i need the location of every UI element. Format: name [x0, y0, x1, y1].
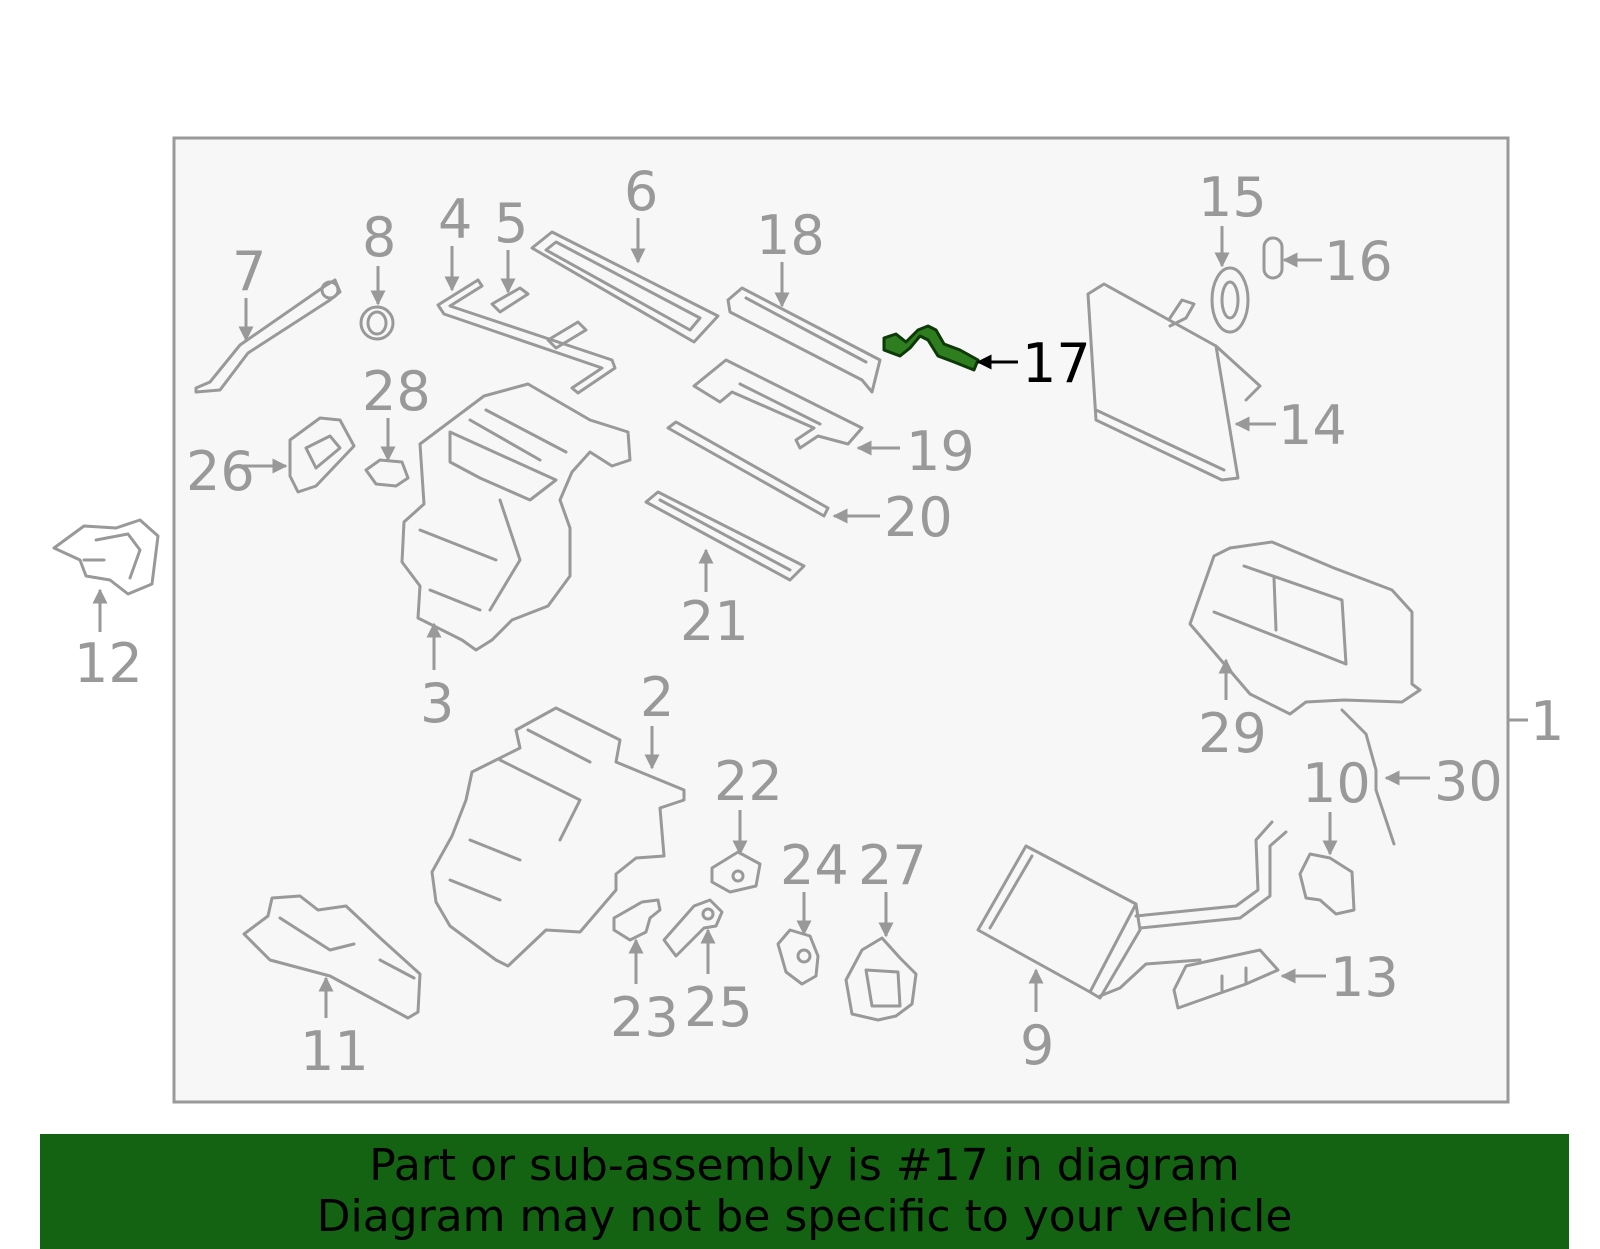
callout-9: 9: [1020, 1014, 1054, 1077]
part-9-pipes: [1098, 820, 1288, 998]
callout-5: 5: [494, 192, 528, 255]
part-2-case: [430, 706, 686, 968]
callout-16: 16: [1324, 230, 1393, 293]
callout-30: 30: [1434, 750, 1503, 813]
part-25-lever: [662, 898, 724, 958]
callout-21: 21: [680, 590, 749, 653]
callout-2: 2: [640, 666, 674, 729]
callout-17: 17: [1022, 332, 1091, 395]
part-20-shaft: [666, 420, 830, 518]
part-21-filter: [644, 490, 806, 582]
part-3-case: [400, 382, 632, 652]
banner-line-disclaimer: Diagram may not be specific to your vehi…: [316, 1191, 1293, 1242]
part-11-motor: [242, 894, 422, 1020]
callout-27: 27: [858, 834, 927, 897]
callout-18: 18: [756, 204, 825, 267]
part-18-door: [726, 286, 882, 394]
part-27-blower: [844, 936, 918, 1022]
part-14-evaporator: [1086, 282, 1262, 482]
part-28-actuator: [364, 458, 410, 488]
callout-26: 26: [186, 440, 255, 503]
callout-28: 28: [362, 360, 431, 423]
callout-22: 22: [714, 750, 783, 813]
banner-line-part-number: Part or sub-assembly is #17 in diagram: [369, 1140, 1240, 1191]
part-24-clip: [776, 928, 820, 986]
part-23-lever: [612, 898, 662, 942]
callout-12: 12: [74, 632, 143, 695]
part-6-filter-door: [530, 230, 720, 344]
leader-lines: [92, 218, 1430, 1018]
part-13-bracket: [1172, 948, 1280, 1010]
callout-20: 20: [884, 486, 953, 549]
diagram-frame: [172, 136, 1510, 1104]
callout-4: 4: [438, 188, 472, 251]
part-19-door: [692, 358, 864, 450]
part-15-gasket: [1210, 266, 1250, 334]
callout-10: 10: [1302, 752, 1371, 815]
info-banner: Part or sub-assembly is #17 in diagram D…: [40, 1134, 1569, 1249]
callout-15: 15: [1198, 166, 1267, 229]
callout-14: 14: [1278, 394, 1347, 457]
part-8-grommet: [359, 305, 395, 341]
callout-1: 1: [1530, 690, 1564, 753]
callout-11: 11: [300, 1020, 369, 1083]
part-30-hose: [1340, 708, 1396, 846]
part-12-actuator: [52, 518, 160, 596]
callout-13: 13: [1330, 946, 1399, 1009]
callout-8: 8: [362, 206, 396, 269]
part-7-rod: [194, 278, 342, 394]
part-10-sensor: [1298, 852, 1356, 916]
callout-6: 6: [624, 160, 658, 223]
callout-7: 7: [232, 240, 266, 303]
part-16-seal: [1262, 236, 1284, 280]
callout-24: 24: [780, 834, 849, 897]
callout-labels: 1 2 3 4 5 6 7 8 9 10 11 12 13 14 15 16 1…: [74, 160, 1564, 1083]
callout-29: 29: [1198, 702, 1267, 765]
part-26-bracket: [288, 416, 356, 494]
part-4-seal: [436, 278, 617, 395]
part-29-case: [1188, 540, 1422, 716]
callout-19: 19: [906, 420, 975, 483]
callout-25: 25: [684, 976, 753, 1039]
part-17-harness[interactable]: [882, 324, 980, 372]
callout-3: 3: [420, 672, 454, 735]
callout-23: 23: [610, 986, 679, 1049]
